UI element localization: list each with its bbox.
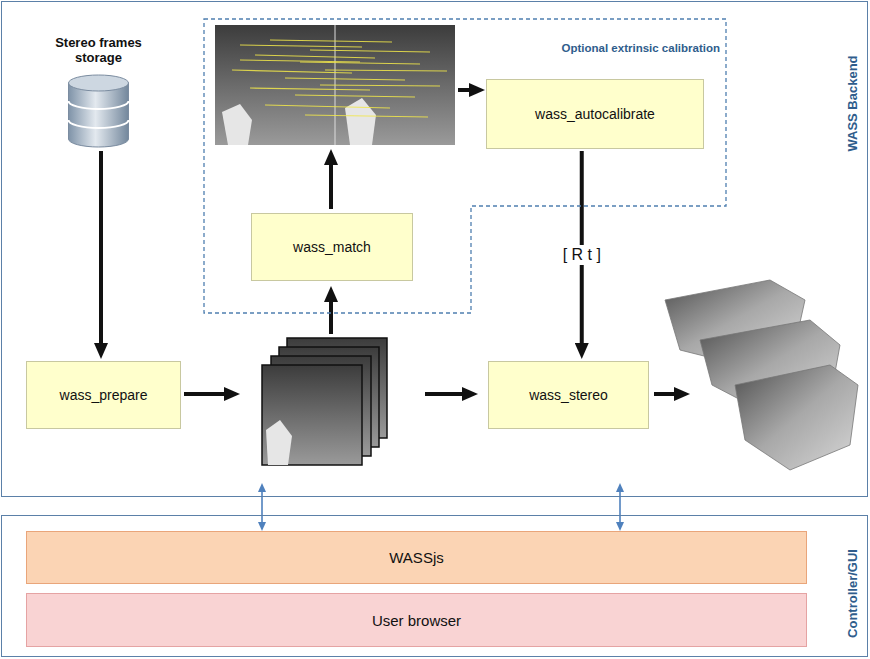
match-line bbox=[285, 78, 405, 80]
feature-match-image bbox=[345, 98, 376, 145]
process-box: wass_prepare bbox=[26, 361, 181, 429]
process-box: wass_stereo bbox=[488, 361, 649, 429]
match-line bbox=[232, 40, 447, 117]
database-node: Stereo frames storage bbox=[41, 21, 156, 149]
flow-arrow bbox=[329, 302, 333, 334]
box-label: wass_match bbox=[293, 239, 371, 255]
flow-arrow bbox=[458, 88, 469, 92]
match-line bbox=[320, 85, 440, 86]
band-label: Controller/GUI bbox=[844, 549, 859, 638]
match-line bbox=[270, 40, 392, 42]
flow-arrow bbox=[654, 392, 674, 396]
match-line bbox=[295, 95, 415, 97]
calibration-region: wass_autocalibrate wass_match Optional ext… bbox=[204, 19, 726, 313]
layer-bar: WASSjs bbox=[26, 531, 807, 584]
database-icon bbox=[69, 120, 129, 128]
flow-arrow bbox=[329, 165, 333, 209]
bar-label: WASSjs bbox=[389, 549, 443, 566]
match-line bbox=[305, 115, 428, 117]
system-band: wass_autocalibrate wass_match Optional ext… bbox=[1, 1, 868, 497]
point-cloud bbox=[665, 280, 858, 470]
process-box: wass_autocalibrate bbox=[486, 79, 704, 149]
box-label: wass_stereo bbox=[529, 387, 608, 403]
region-label: Optional extrinsic calibration bbox=[562, 42, 720, 54]
layer-bar: User browser bbox=[26, 593, 807, 647]
band-label: WASS Backend bbox=[845, 55, 860, 151]
region-outline bbox=[204, 19, 726, 313]
match-line bbox=[300, 62, 420, 64]
match-line bbox=[240, 45, 362, 47]
match-line bbox=[325, 70, 447, 71]
match-line bbox=[250, 88, 370, 90]
point-cloud bbox=[735, 365, 858, 470]
flow-connector bbox=[99, 151, 103, 343]
edge-label: [ R t ] bbox=[559, 245, 605, 265]
flow-arrow bbox=[425, 392, 462, 396]
box-label: wass_prepare bbox=[60, 387, 148, 403]
database-icon bbox=[69, 101, 129, 109]
match-line bbox=[310, 50, 430, 52]
frame-stack bbox=[266, 420, 292, 465]
feature-match-image bbox=[215, 25, 335, 145]
feature-match-image bbox=[215, 25, 455, 145]
box-label: wass_autocalibrate bbox=[535, 106, 655, 122]
process-box: wass_match bbox=[251, 213, 413, 281]
feature-match-image bbox=[222, 104, 252, 145]
database-icon bbox=[69, 83, 129, 147]
match-line bbox=[240, 60, 360, 62]
frame-stack bbox=[262, 338, 387, 465]
system-band: WASSjsUser browser Controller/GUI bbox=[1, 515, 868, 657]
match-line bbox=[255, 55, 375, 58]
bar-label: User browser bbox=[372, 612, 461, 629]
db-label: Stereo frames storage bbox=[41, 35, 156, 65]
frame-stack bbox=[262, 365, 362, 465]
flow-arrow bbox=[184, 392, 224, 396]
database-icon bbox=[69, 75, 129, 91]
match-line bbox=[265, 105, 390, 108]
